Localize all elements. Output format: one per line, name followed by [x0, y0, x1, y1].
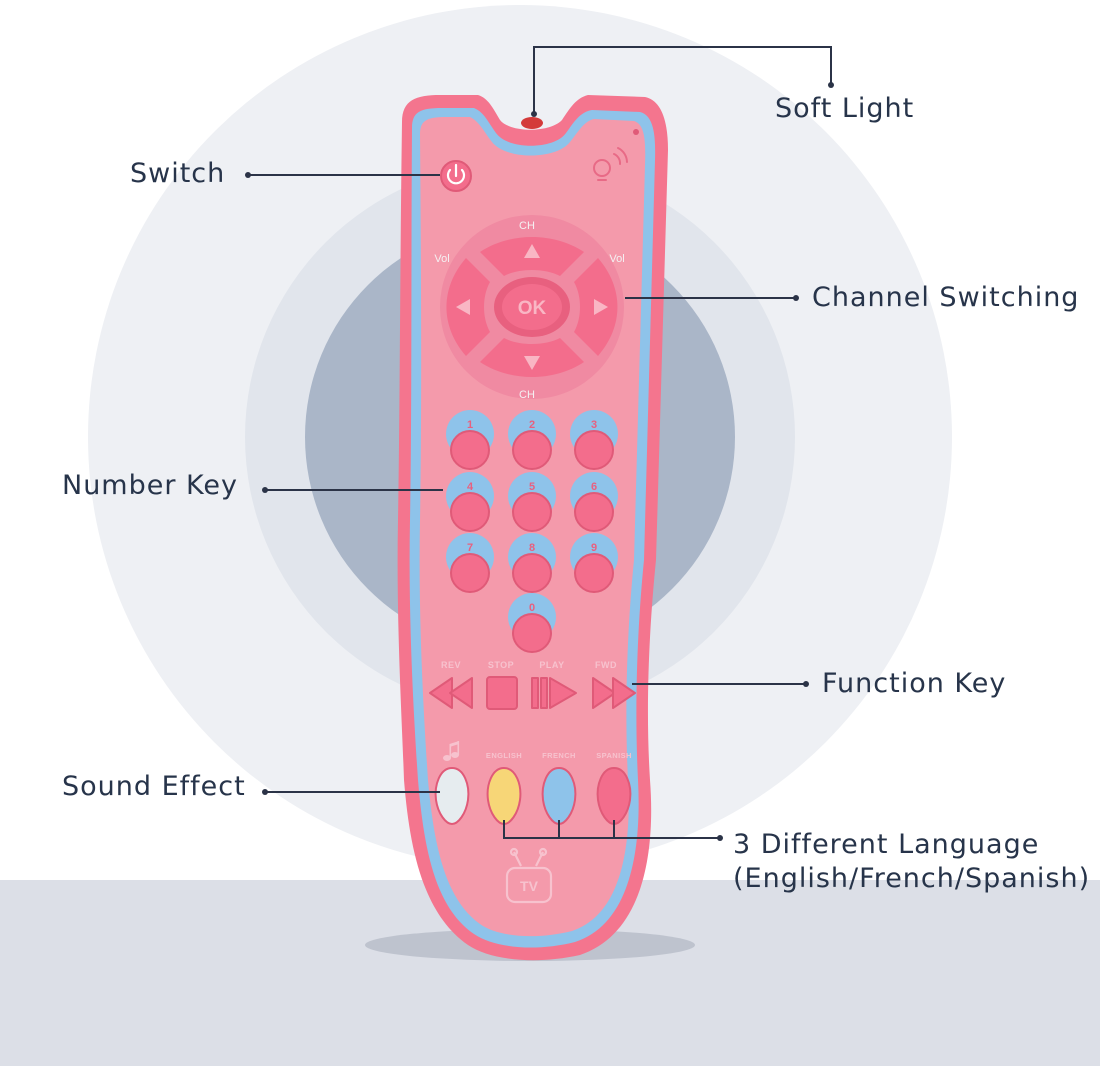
language-label-french: FRENCH — [542, 751, 576, 760]
function-label-stop: STOP — [488, 660, 514, 670]
bulb-sound-icon — [593, 147, 628, 181]
sound-effect-label: Sound Effect — [62, 771, 246, 802]
ok-button[interactable] — [494, 277, 570, 337]
function-label-play: PLAY — [539, 660, 564, 670]
channel-switching-label: Channel Switching — [812, 282, 1080, 313]
soft-light-leader — [533, 46, 832, 114]
spanish-button[interactable] — [596, 766, 632, 826]
number-key-label: 5 — [529, 481, 535, 493]
tv-logo-label: TV — [520, 878, 539, 894]
french-button[interactable] — [541, 766, 577, 826]
number-key-label: 3 — [591, 419, 597, 431]
ch-top-label: CH — [519, 220, 535, 232]
number-key-label: 2 — [529, 419, 535, 431]
fwd-button[interactable] — [592, 677, 636, 709]
number-key-label: 0 — [529, 602, 535, 614]
language-label-line1: 3 Different Language — [733, 829, 1040, 860]
number-key-3[interactable]: 3 — [570, 410, 618, 470]
vol-left-label: Vol — [434, 253, 449, 265]
remote-control: OK CH CH Vol Vol 1 2 3 4 5 6 7 8 9 0 REV STOP PLAY F… — [397, 95, 668, 961]
number-key-6[interactable]: 6 — [570, 472, 618, 532]
dpad: OK — [440, 215, 624, 399]
language-label-line2: (English/French/Spanish) — [733, 863, 1091, 894]
number-key-2[interactable]: 2 — [508, 410, 556, 470]
number-key-label: 1 — [467, 419, 473, 431]
soft-light-led — [521, 117, 543, 129]
number-key-7[interactable]: 7 — [446, 533, 494, 593]
stop-button[interactable] — [486, 676, 518, 710]
chevron-left-icon — [456, 299, 470, 315]
language-label-english: ENGLISH — [486, 751, 522, 760]
language-label-spanish: SPANISH — [596, 751, 632, 760]
music-note-icon — [443, 741, 460, 761]
sound-effect-button[interactable] — [434, 766, 470, 826]
function-labels: REV STOP PLAY FWD — [441, 660, 617, 670]
language-labels: ENGLISH FRENCH SPANISH — [486, 751, 632, 760]
number-key-label: Number Key — [62, 470, 238, 501]
chevron-right-icon — [594, 299, 608, 315]
power-icon — [446, 163, 466, 185]
english-button[interactable] — [486, 766, 522, 826]
number-key-label: 9 — [591, 542, 597, 554]
function-key-label: Function Key — [822, 668, 1007, 699]
language-label: 3 Different Language (English/French/Spa… — [733, 828, 1090, 896]
number-key-label: 6 — [591, 481, 597, 493]
ch-bottom-label: CH — [519, 389, 535, 401]
number-key-9[interactable]: 9 — [570, 533, 618, 593]
leader-dots — [245, 82, 834, 841]
number-key-4[interactable]: 4 — [446, 472, 494, 532]
ok-label: OK — [518, 298, 547, 319]
number-key-1[interactable]: 1 — [446, 410, 494, 470]
chevron-down-icon — [524, 356, 540, 370]
number-keypad: 1 2 3 4 5 6 7 8 9 0 — [446, 410, 618, 653]
function-label-fwd: FWD — [595, 660, 617, 670]
play-button[interactable] — [531, 677, 577, 709]
number-key-5[interactable]: 5 — [508, 472, 556, 532]
number-key-0[interactable]: 0 — [508, 593, 556, 653]
chevron-up-icon — [524, 244, 540, 258]
power-button[interactable] — [440, 160, 472, 192]
mic-dot — [633, 129, 639, 135]
leader-lines — [248, 46, 832, 839]
soft-light-label: Soft Light — [775, 93, 915, 124]
vol-right-label: Vol — [609, 253, 624, 265]
rev-button[interactable] — [429, 677, 473, 709]
number-key-label: 7 — [467, 542, 473, 554]
function-label-rev: REV — [441, 660, 461, 670]
tv-logo-icon — [505, 847, 553, 904]
number-key-8[interactable]: 8 — [508, 533, 556, 593]
switch-label: Switch — [130, 158, 226, 189]
number-key-label: 4 — [467, 481, 474, 493]
number-key-label: 8 — [529, 542, 535, 554]
language-leader — [503, 820, 720, 839]
